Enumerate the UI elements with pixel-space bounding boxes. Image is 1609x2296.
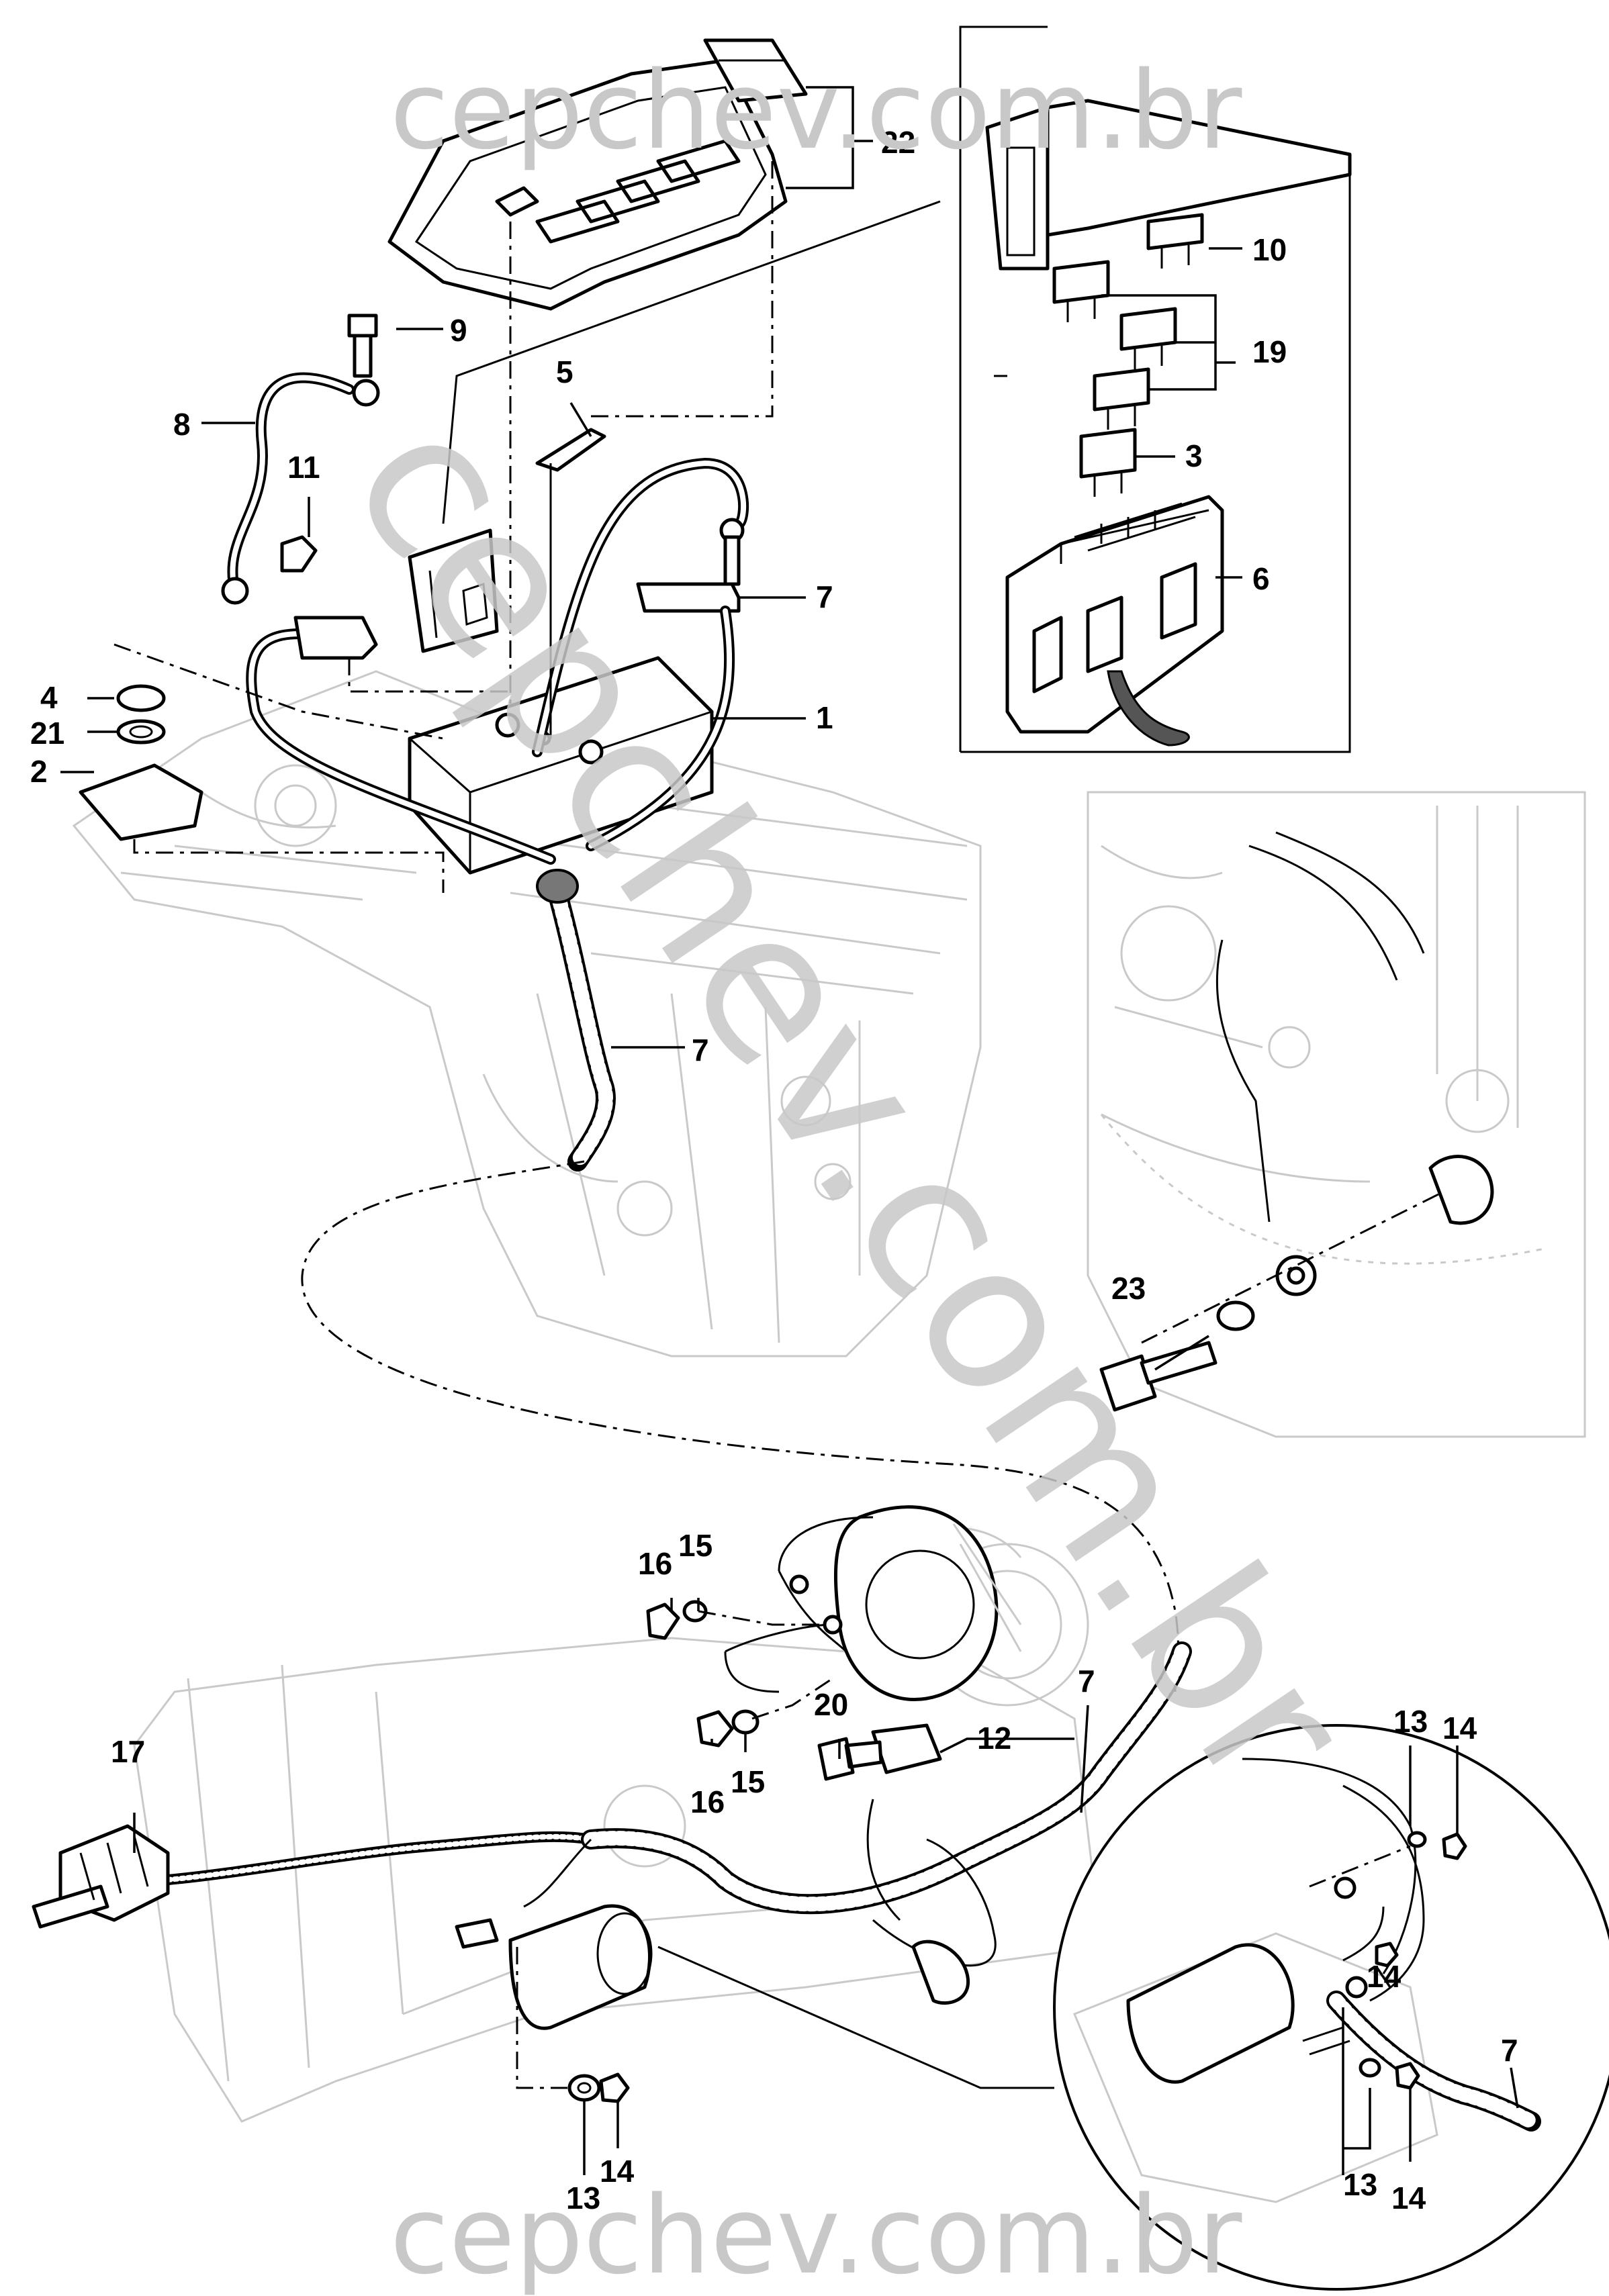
starter-motor: [508, 1904, 653, 2030]
watermark-top: cepchev.com.br: [390, 48, 1242, 173]
callout-6: 6: [1252, 561, 1270, 596]
callout-17: 17: [111, 1734, 145, 1769]
callout-numbers: 1 2 3 4 5 6 7 7 7 7 8 9 10 11 12 13 13 1…: [30, 125, 1518, 2215]
callout-5: 5: [556, 354, 573, 389]
nuts-washers-alternator: [646, 1574, 843, 1748]
callout-11: 11: [287, 450, 320, 485]
bolt-20: [817, 1737, 883, 1781]
callout-14-bottom-right: 14: [1391, 2181, 1426, 2215]
top-cables: [79, 314, 749, 1171]
callout-4: 4: [40, 680, 58, 715]
nuts-washers-starter: [455, 1918, 630, 2103]
callout-19: 19: [1252, 334, 1287, 369]
callout-3: 3: [1185, 438, 1203, 473]
callout-7-top: 7: [816, 579, 833, 614]
callout-14-left: 14: [600, 2154, 635, 2189]
battery-cover: [387, 38, 808, 311]
fuse-holder: [408, 528, 499, 653]
callout-16-bottom: 16: [690, 1784, 725, 1819]
engine-background-right: [1087, 791, 1586, 1438]
callout-13-left: 13: [566, 2181, 600, 2215]
callout-2: 2: [30, 754, 48, 789]
callout-14-middle-right: 14: [1367, 1959, 1401, 1994]
callout-15-top: 15: [678, 1528, 712, 1563]
callout-7-middle: 7: [692, 1033, 709, 1067]
bracket-12: [871, 1723, 942, 1774]
callout-9: 9: [450, 313, 467, 348]
callout-1: 1: [816, 700, 833, 735]
callout-13-top-right: 13: [1393, 1704, 1428, 1739]
callout-7-bottom: 7: [1078, 1664, 1095, 1699]
callout-7-detail: 7: [1501, 2033, 1518, 2068]
callout-14-top-right: 14: [1442, 1711, 1477, 1745]
callout-22: 22: [881, 125, 915, 160]
watermark-bottom: cepchev.com.br: [390, 2172, 1242, 2296]
alternator: [833, 1505, 1022, 1701]
fuse-inset-panel: [959, 26, 1352, 753]
connector-17: [32, 1824, 170, 1929]
callout-13-bottom-right: 13: [1343, 2167, 1377, 2202]
callout-23: 23: [1111, 1271, 1146, 1306]
bottom-harness: [163, 1516, 1192, 2005]
bolt-23: [1099, 1341, 1217, 1412]
callout-12: 12: [977, 1721, 1011, 1756]
callout-20: 20: [814, 1687, 848, 1722]
engine-background-top: [72, 670, 982, 1357]
leader-lines: [60, 86, 1519, 2175]
callout-10: 10: [1252, 232, 1287, 267]
callout-15-bottom: 15: [731, 1764, 765, 1799]
callout-21: 21: [30, 716, 64, 751]
detail-circle: [657, 1724, 1609, 2291]
callout-16-top: 16: [638, 1546, 672, 1581]
callout-8: 8: [173, 407, 191, 442]
